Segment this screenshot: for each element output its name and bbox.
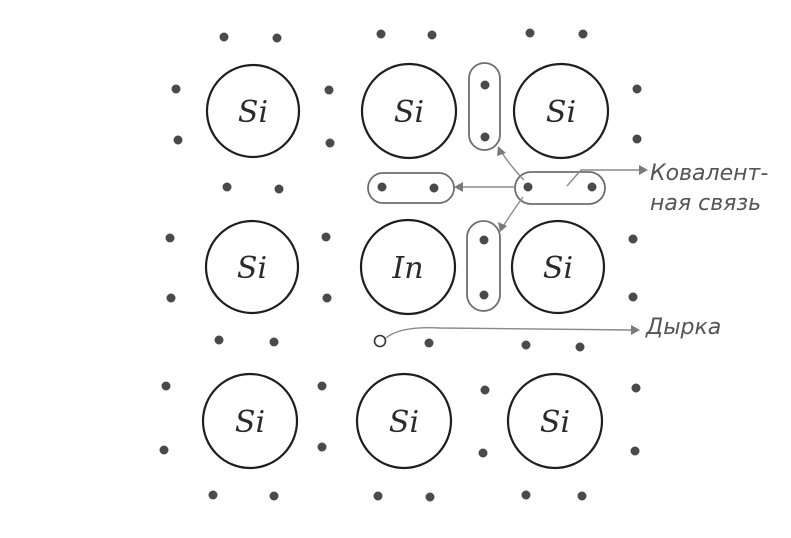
covalent-bonds — [367, 62, 606, 312]
atom-label: Si — [238, 95, 268, 130]
electron — [376, 29, 386, 39]
electron — [630, 446, 640, 456]
electron — [373, 491, 383, 501]
electron — [159, 445, 169, 455]
arrow-to-upper-bond — [499, 149, 525, 181]
atom-label: Si — [394, 95, 424, 130]
electron — [317, 381, 327, 391]
electron — [480, 132, 490, 142]
electron — [628, 292, 638, 302]
electron — [480, 80, 490, 90]
electron — [577, 491, 587, 501]
atom-r3c2: Si — [355, 372, 453, 470]
valence-electrons — [159, 28, 642, 502]
electron — [632, 84, 642, 94]
electron — [429, 183, 439, 193]
electron — [214, 335, 224, 345]
atom-r3c1: Si — [201, 372, 299, 470]
electron — [321, 232, 331, 242]
electron — [161, 381, 171, 391]
electron — [587, 182, 597, 192]
atom-label: Si — [235, 405, 265, 440]
electron — [424, 338, 434, 348]
hole-label: Дырка — [645, 315, 721, 340]
atom-label: Si — [237, 251, 267, 286]
covalent-bond-pointer — [566, 169, 640, 187]
electron — [425, 492, 435, 502]
atom-r2c2-dopant: In — [359, 218, 457, 316]
bond-loop-upper-vertical — [468, 62, 501, 151]
electron — [222, 182, 232, 192]
atom-label: Si — [543, 251, 573, 286]
arrowhead-icon — [639, 165, 648, 175]
electron — [628, 234, 638, 244]
electron — [521, 340, 531, 350]
atom-r2c3: Si — [510, 219, 606, 315]
electron — [631, 383, 641, 393]
electron — [427, 30, 437, 40]
electron — [377, 182, 387, 192]
arrow-to-lower-bond — [501, 196, 524, 229]
electron — [272, 33, 282, 43]
electron — [525, 28, 535, 38]
electron — [208, 490, 218, 500]
electron — [523, 182, 533, 192]
electron — [274, 184, 284, 194]
atom-r1c1: Si — [205, 63, 301, 159]
electron — [479, 290, 489, 300]
hole-annotation: Дырка — [373, 315, 721, 348]
electron — [632, 134, 642, 144]
arrowhead-icon — [454, 182, 463, 192]
electron — [317, 442, 327, 452]
electron — [479, 235, 489, 245]
atom-r1c2: Si — [360, 62, 458, 160]
bond-loop-lower-vertical — [466, 220, 501, 312]
electron — [322, 293, 332, 303]
electron — [173, 135, 183, 145]
hole-pointer — [385, 327, 633, 339]
arrowhead-icon — [497, 146, 506, 156]
atom-r1c3: Si — [512, 62, 610, 160]
electron — [269, 491, 279, 501]
atom-r3c3: Si — [506, 372, 604, 470]
electron — [521, 490, 531, 500]
bond-loop-left-horizontal — [367, 172, 455, 204]
atom-label: In — [391, 251, 423, 286]
electron — [325, 138, 335, 148]
electron — [269, 337, 279, 347]
electron — [165, 233, 175, 243]
electron — [166, 293, 176, 303]
hole-marker — [373, 334, 387, 348]
bond-arrows — [454, 146, 525, 232]
atom-label: Si — [540, 405, 570, 440]
covalent-bond-label-line2: ная связь — [650, 191, 761, 216]
electron — [578, 29, 588, 39]
atoms: Si Si Si Si In Si Si Si — [201, 62, 610, 470]
electron — [480, 385, 490, 395]
arrowhead-icon — [631, 325, 640, 335]
electron — [324, 85, 334, 95]
electron — [171, 84, 181, 94]
electron — [219, 32, 229, 42]
covalent-bond-annotation: Ковалент- ная связь — [566, 161, 768, 216]
electron — [478, 448, 488, 458]
atom-r2c1: Si — [204, 219, 300, 315]
atom-label: Si — [389, 405, 419, 440]
arrowhead-icon — [498, 222, 507, 232]
covalent-bond-label-line1: Ковалент- — [650, 161, 768, 186]
atom-label: Si — [546, 95, 576, 130]
bond-loop-right-horizontal — [514, 171, 606, 205]
electron — [575, 342, 585, 352]
